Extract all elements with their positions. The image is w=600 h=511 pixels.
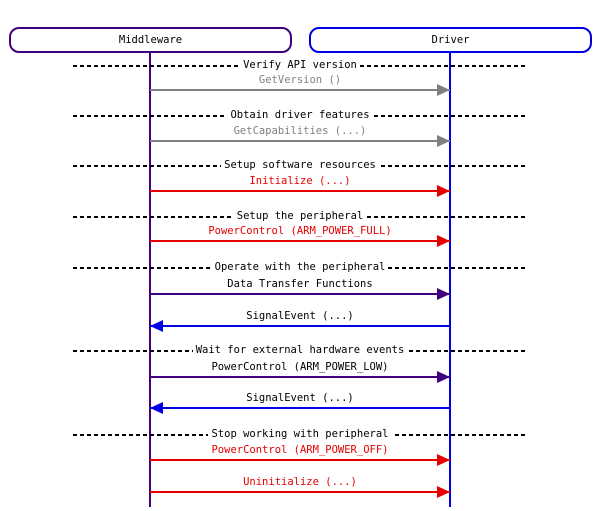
participant-box-driver: Driver [309, 27, 592, 53]
section-divider-label: Stop working with peripheral [100, 428, 500, 441]
message-line [150, 459, 450, 461]
participant-box-middleware: Middleware [9, 27, 292, 53]
section-divider-text: Operate with the peripheral [211, 261, 389, 273]
message-line [150, 240, 450, 242]
participant-label-driver: Driver [431, 34, 470, 46]
message-label: GetCapabilities (...) [233, 125, 367, 137]
section-divider-label: Verify API version [100, 59, 500, 72]
arrowhead-right-icon [437, 454, 450, 466]
lifeline-driver [449, 53, 451, 507]
section-divider-label: Wait for external hardware events [100, 344, 500, 357]
section-divider-text: Setup the peripheral [233, 210, 367, 222]
arrowhead-right-icon [437, 486, 450, 498]
message-line [150, 491, 450, 493]
arrowhead-right-icon [437, 84, 450, 96]
message-line [150, 293, 450, 295]
message-label: Initialize (...) [249, 175, 351, 187]
section-divider-text: Verify API version [240, 59, 360, 71]
arrowhead-left-icon [150, 320, 163, 332]
lifeline-middleware [149, 53, 151, 507]
section-divider-text: Setup software resources [221, 159, 379, 171]
message-label: PowerControl (ARM_POWER_FULL) [208, 225, 392, 237]
section-divider-text: Obtain driver features [227, 109, 373, 121]
message-line [150, 140, 450, 142]
participant-label-middleware: Middleware [118, 34, 183, 46]
message-line [150, 325, 450, 327]
section-divider-label: Setup software resources [100, 159, 500, 172]
arrowhead-right-icon [437, 135, 450, 147]
section-divider-text: Stop working with peripheral [208, 428, 392, 440]
message-label: Data Transfer Functions [227, 278, 373, 290]
message-label: PowerControl (ARM_POWER_OFF) [211, 444, 389, 456]
arrowhead-right-icon [437, 288, 450, 300]
message-line [150, 407, 450, 409]
message-label: SignalEvent (...) [246, 392, 354, 404]
arrowhead-right-icon [437, 235, 450, 247]
arrowhead-right-icon [437, 185, 450, 197]
message-label: PowerControl (ARM_POWER_LOW) [211, 361, 389, 373]
section-divider-text: Wait for external hardware events [192, 344, 408, 356]
arrowhead-right-icon [437, 371, 450, 383]
message-label: Uninitialize (...) [243, 476, 357, 488]
section-divider-label: Obtain driver features [100, 109, 500, 122]
message-line [150, 190, 450, 192]
message-line [150, 376, 450, 378]
message-label: SignalEvent (...) [246, 310, 354, 322]
message-line [150, 89, 450, 91]
message-label: GetVersion () [258, 74, 342, 86]
section-divider-label: Setup the peripheral [100, 210, 500, 223]
section-divider-label: Operate with the peripheral [100, 261, 500, 274]
arrowhead-left-icon [150, 402, 163, 414]
